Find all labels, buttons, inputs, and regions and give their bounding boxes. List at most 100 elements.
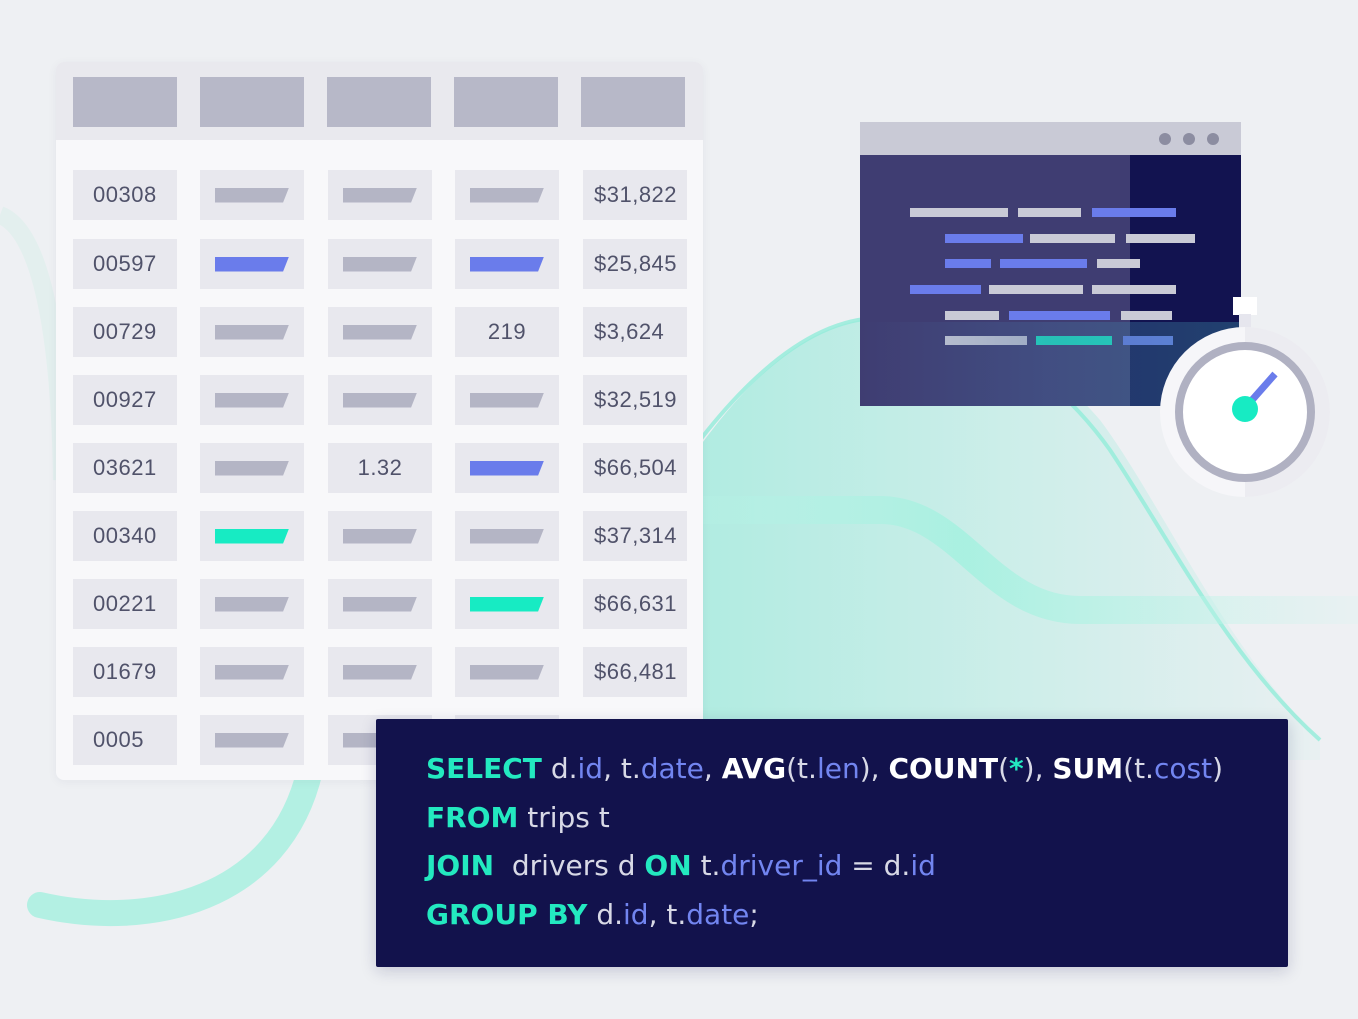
table-cell-bar [200,579,304,629]
stopwatch-icon [1160,297,1330,497]
table-cell-amount: $66,481 [583,647,687,697]
table-cell-amount: $37,314 [583,511,687,561]
column-header-3[interactable] [327,77,431,127]
sql-keyword: GROUP BY [426,898,588,931]
code-token-bar [1030,234,1115,243]
table-cell-id: 00340 [73,511,177,561]
table-cell-bar [328,375,432,425]
value-bar [343,664,417,680]
window-dot-icon[interactable] [1183,133,1195,145]
value-bar [215,392,289,408]
stopwatch-pivot [1232,396,1258,422]
value-bar [215,528,289,544]
table-cell-bar [200,715,304,765]
teal-swoosh [27,757,323,927]
code-token-bar [1123,336,1173,345]
sql-field: driver_id [720,849,843,882]
table-cell-bar [200,307,304,357]
value-bar [215,256,289,272]
sql-keyword: SELECT [426,752,542,785]
table-cell-amount: $66,631 [583,579,687,629]
sql-text: ( [998,752,1009,785]
sql-field: id [577,752,604,785]
code-token-bar [945,234,1023,243]
sql-field: date [686,898,750,931]
value-bar [470,460,544,476]
value-bar [343,528,417,544]
sql-keyword: ON [644,849,692,882]
sql-field: id [623,898,649,931]
code-token-bar [1092,208,1176,217]
sql-text: , [703,752,722,785]
sql-text: ; [749,898,759,931]
sql-text: d. [541,752,578,785]
code-token-bar [910,285,981,294]
table-cell-id: 00308 [73,170,177,220]
table-cell-bar [455,647,559,697]
sql-text: , t. [603,752,641,785]
window-titlebar [860,122,1241,155]
value-bar [215,732,289,748]
value-bar [470,596,544,612]
table-cell-bar [328,239,432,289]
teal-ribbon [700,496,1358,624]
table-cell-amount: $3,624 [583,307,687,357]
table-cell-bar [328,170,432,220]
sql-keyword: JOIN [426,849,495,882]
table-cell-id: 00221 [73,579,177,629]
sql-text: ), [1023,752,1053,785]
table-cell-value: 1.32 [328,443,432,493]
sql-text: (t. [1123,752,1154,785]
table-cell-id: 00927 [73,375,177,425]
value-bar [343,324,417,340]
sql-text: trips t [518,801,610,834]
value-bar [215,187,289,203]
faint-swoosh [0,206,71,481]
column-header-5[interactable] [581,77,685,127]
table-cell-amount: $32,519 [583,375,687,425]
value-bar [215,324,289,340]
sql-field: id [910,849,936,882]
table-cell-amount: $31,822 [583,170,687,220]
code-token-bar [989,285,1083,294]
table-cell-bar [200,239,304,289]
value-bar [343,596,417,612]
sql-text: t. [691,849,721,882]
stopwatch-crown [1233,297,1257,315]
sql-text: d. [587,898,624,931]
sql-keyword: FROM [426,801,519,834]
column-header-2[interactable] [200,77,304,127]
code-token-bar [945,336,1027,345]
sql-line: JOIN drivers d ON t.driver_id = d.id [426,849,936,883]
table-cell-bar [455,511,559,561]
table-cell-bar [328,511,432,561]
column-header-1[interactable] [73,77,177,127]
code-token-bar [1018,208,1081,217]
code-editor-window [860,122,1241,406]
sql-field: date [640,752,704,785]
table-cell-bar [455,239,559,289]
code-token-bar [1097,259,1140,268]
value-bar [470,256,544,272]
table-cell-id: 0005 [73,715,177,765]
sql-line: GROUP BY d.id, t.date; [426,898,759,932]
sql-line: FROM trips t [426,801,610,835]
window-dot-icon[interactable] [1207,133,1219,145]
value-bar [215,664,289,680]
sql-text: drivers d [494,849,645,882]
column-header-4[interactable] [454,77,558,127]
sql-text: , t. [648,898,687,931]
table-cell-id: 01679 [73,647,177,697]
table-cell-bar [455,443,559,493]
table-cell-bar [200,375,304,425]
code-token-bar [945,259,991,268]
table-cell-id: 00597 [73,239,177,289]
code-token-bar [1121,311,1172,320]
table-cell-bar [455,375,559,425]
window-dot-icon[interactable] [1159,133,1171,145]
sql-field: len [816,752,860,785]
table-cell-id: 00729 [73,307,177,357]
table-cell-bar [455,579,559,629]
editor-panel [860,155,1130,406]
value-bar [470,528,544,544]
